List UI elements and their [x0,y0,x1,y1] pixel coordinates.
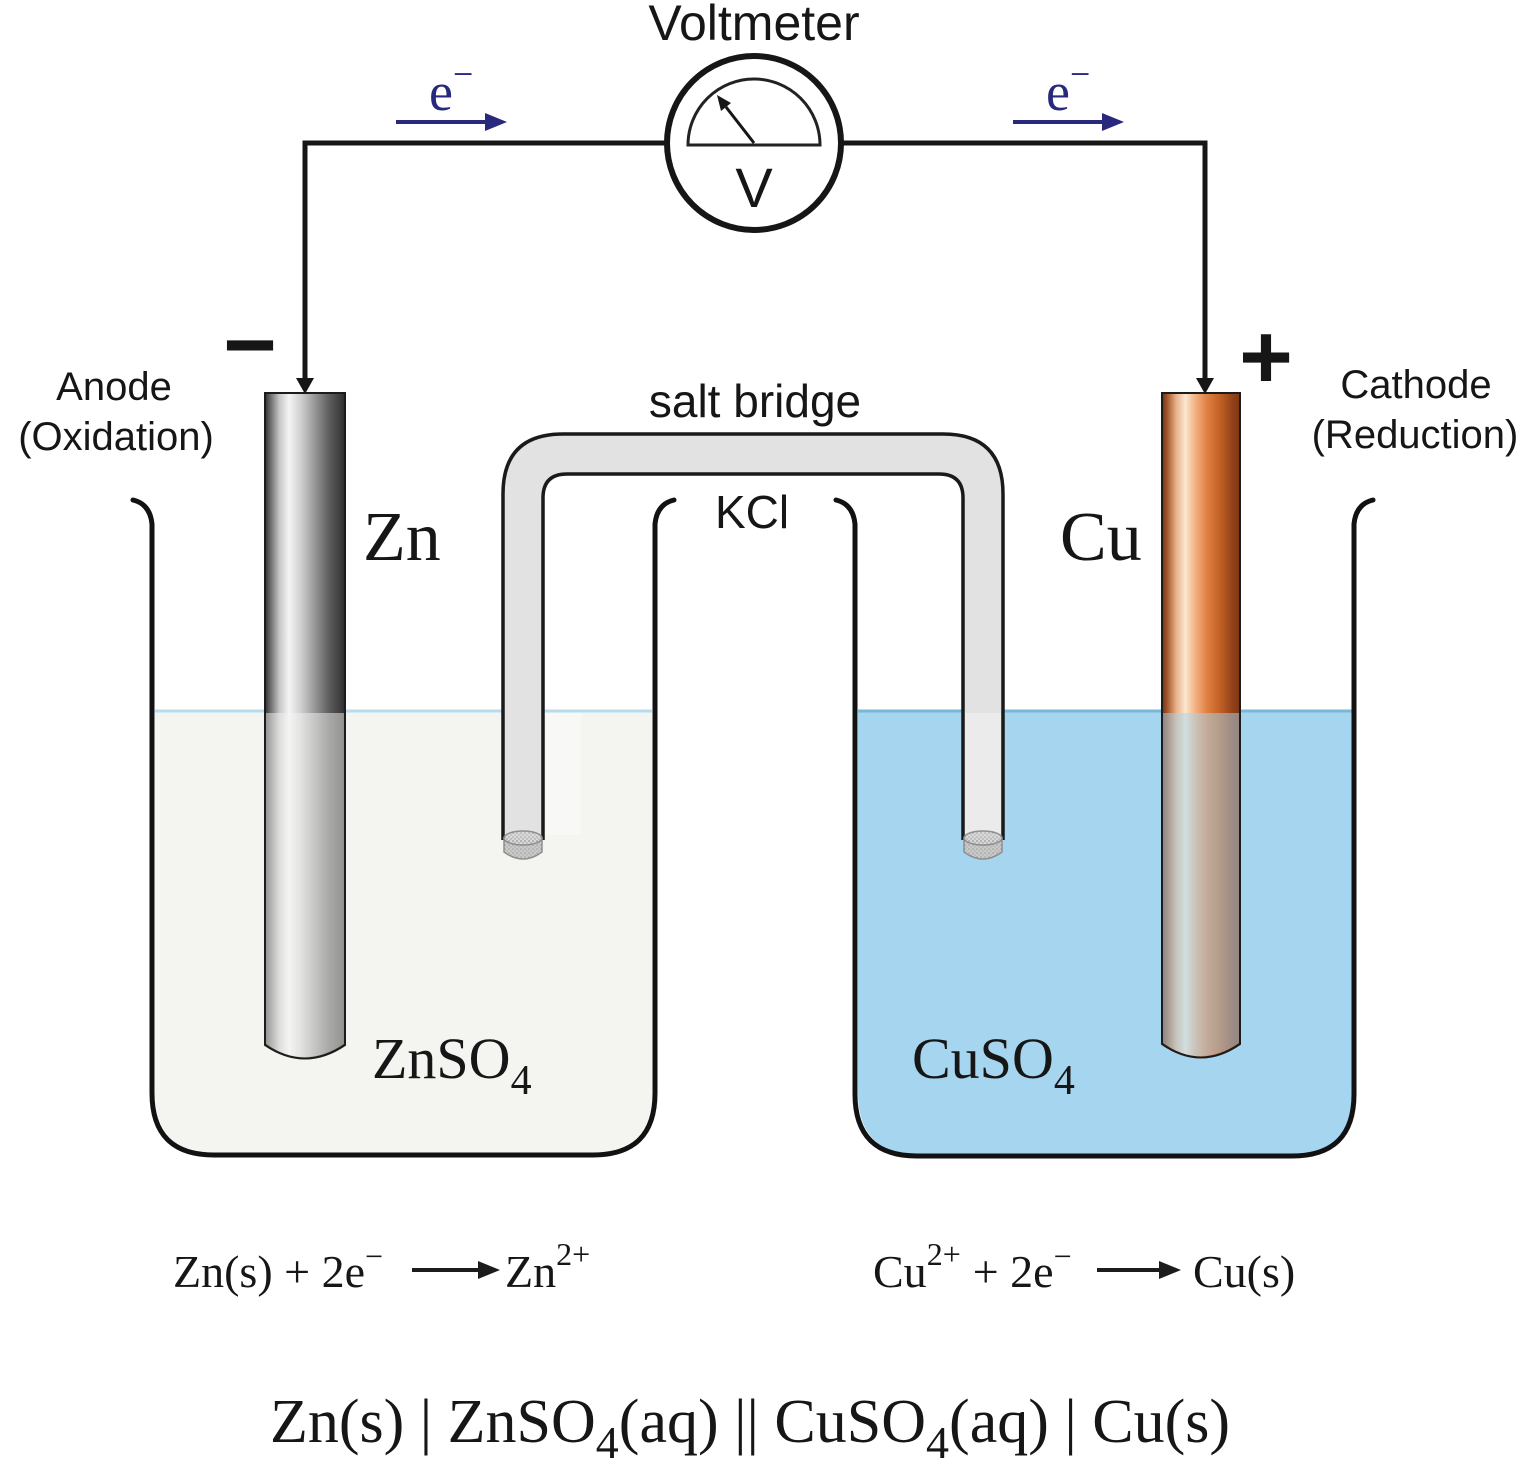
cathode-label-line1: Cathode [1340,363,1491,407]
voltmeter-needle [724,106,756,144]
cell-notation: Zn(s) | ZnSO4(aq) || CuSO4(aq) | Cu(s) [270,1388,1230,1465]
voltmeter: V [664,53,844,233]
right-beaker [833,497,1376,1159]
left-half-reaction-lhs: Zn(s) + 2e− [173,1238,383,1297]
copper-electrode [1161,392,1241,1059]
anode-label-line1: Anode [56,365,172,409]
cuso4-label: CuSO4 [912,1026,1075,1104]
wire-left [302,140,667,390]
wire-terminal-right [1196,378,1214,394]
voltmeter-dial [686,77,822,147]
salt-bridge-electrolyte-label: KCl [715,486,789,538]
right-half-reaction-rhs: Cu(s) [1193,1246,1295,1297]
copper-electrode-label: Cu [1060,499,1142,576]
cathode-label-line2: (Reduction) [1312,413,1519,457]
electron-arrow-right [1013,113,1124,131]
salt-bridge-label: salt bridge [649,375,861,427]
electron-label-left: e− [429,54,473,122]
right-half-reaction-arrow [1097,1261,1181,1279]
electron-arrow-left [396,113,507,131]
zinc-electrode [264,392,346,1060]
zinc-electrode-label: Zn [363,499,441,576]
left-half-reaction-rhs: Zn2+ [505,1236,590,1297]
znso4-label: ZnSO4 [372,1026,532,1104]
voltmeter-needle-tip [717,95,731,111]
wire-right [841,140,1208,390]
voltmeter-label: Voltmeter [648,0,859,51]
anode-label-line2: (Oxidation) [18,415,214,459]
left-beaker [130,497,677,1158]
voltmeter-symbol: V [735,156,773,219]
salt-bridge-tube [501,432,1005,840]
right-half-reaction-lhs: Cu2++ 2e− [873,1236,1072,1297]
porous-plug-right [963,830,1003,860]
negative-terminal-sign: − [223,294,277,396]
positive-terminal-sign: + [1239,306,1293,408]
left-half-reaction-arrow [412,1261,500,1279]
wire-terminal-left [296,378,314,394]
porous-plug-left [503,830,543,860]
electron-label-right: e− [1046,54,1090,122]
